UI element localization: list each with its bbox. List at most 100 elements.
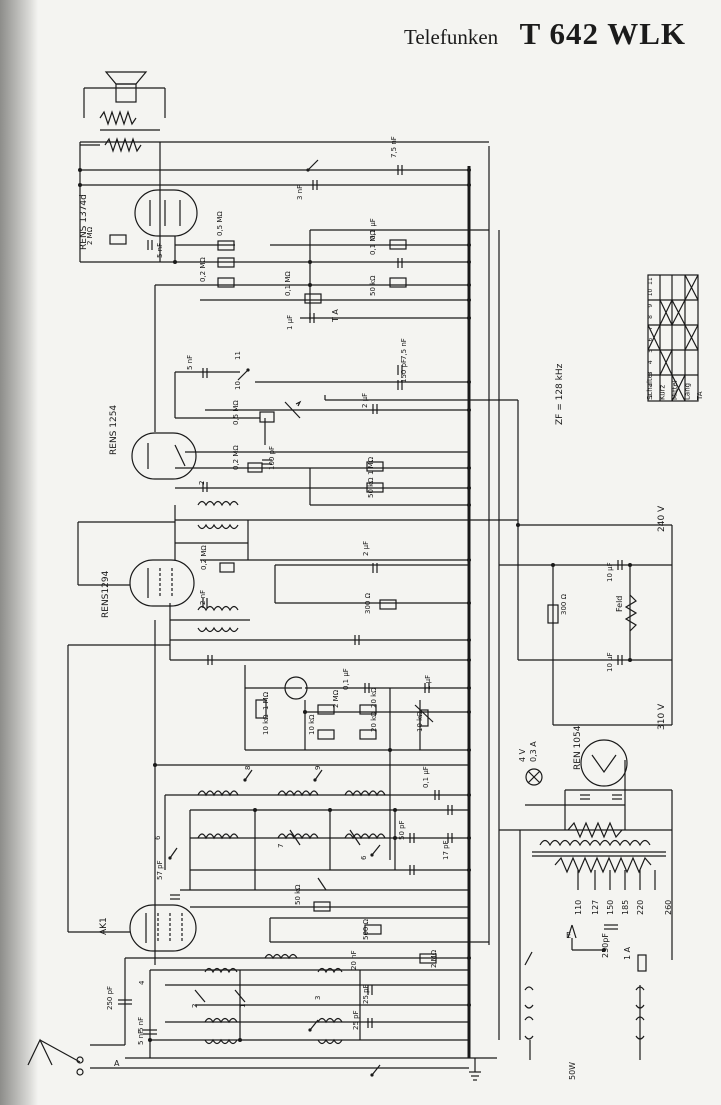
if-frequency-note: ZF = 128 kHz <box>555 363 565 425</box>
component-value: 1 <box>239 1004 247 1008</box>
component-value: 150 pF <box>400 359 408 383</box>
voltage-label: 310 V <box>657 703 667 730</box>
component-value: 1 μF <box>286 315 294 330</box>
component-value: 6 <box>154 835 162 840</box>
misc-label-power: 50W <box>568 1062 577 1080</box>
component-value: 7,5 nF <box>400 338 408 360</box>
misc-symbols <box>27 768 656 1081</box>
component-value: 3 <box>314 996 322 1000</box>
component-value: 0,1 MΩ <box>369 230 377 255</box>
component-value: 300 Ω <box>560 593 568 615</box>
component-value: 3 nF <box>296 185 304 200</box>
component-value: 2 μF <box>362 541 370 556</box>
component-value: 250 pF <box>106 986 114 1010</box>
tube-label: RENS 1254 <box>109 405 119 455</box>
component-value: 4 <box>138 980 146 985</box>
component-value: 50 kΩ <box>294 884 302 905</box>
component-value: 2 nF <box>199 590 207 605</box>
tube-rectifier <box>580 739 628 787</box>
lamp-current: 0,3 A <box>529 741 538 762</box>
switch-table-number: 1 <box>647 394 654 398</box>
component-value: 5 nF <box>186 355 194 370</box>
component-value: 0,2 MΩ <box>199 257 207 282</box>
switch-table-row-label: TA <box>696 391 704 401</box>
component-value: 2 <box>198 481 206 485</box>
transformer-tap-label: 150 <box>606 900 615 915</box>
switch-table-number: 11 <box>647 277 654 285</box>
component-value: 50 kΩ <box>369 275 377 296</box>
misc-label-earth: E <box>566 931 571 940</box>
component-value: 0,1 μF <box>369 218 377 240</box>
switch-table-row-label: Kurz <box>659 384 667 400</box>
switch-table-number: 7 <box>647 326 654 330</box>
tube-detector <box>131 432 197 480</box>
title-model: T 642 WLK <box>519 16 687 51</box>
capacitors <box>118 165 623 1035</box>
component-value: 5 nF <box>137 1030 145 1045</box>
component-value: 0,2 MΩ <box>200 545 208 570</box>
transformer-tap-label: 185 <box>621 900 630 915</box>
component-value: 20 kΩ <box>370 687 378 708</box>
component-value: 8 <box>244 766 252 770</box>
misc-label-feld: Feld <box>615 596 624 612</box>
component-value: 25 pF <box>352 1010 360 1030</box>
tube-if <box>129 559 195 607</box>
component-value: 50 kΩ <box>367 477 375 498</box>
component-value: 20 nF <box>350 950 358 970</box>
component-value: 2 MΩ <box>332 689 340 708</box>
component-value: 10 kΩ <box>262 714 270 735</box>
misc-label-c_250pf: 250pF <box>601 933 610 958</box>
coils <box>197 500 666 1045</box>
tube-label: RENS 1374d <box>79 194 89 250</box>
component-value: 0,5 MΩ <box>232 400 240 425</box>
switch-table-number: 2 <box>647 383 654 387</box>
component-value: 1 μF <box>424 675 432 690</box>
misc-label-antenna: A <box>114 1059 120 1068</box>
tube-output <box>134 189 198 237</box>
switches <box>168 159 533 1077</box>
component-value: 9 <box>314 766 322 770</box>
component-value: 50 pF <box>398 820 406 840</box>
component-value: 300 Ω <box>364 592 372 614</box>
component-value: 100 pF <box>268 446 276 470</box>
component-value: 5 nF <box>156 243 164 258</box>
tube-label: AK1 <box>99 917 109 935</box>
transformer-tap-label: 220 <box>636 900 645 915</box>
component-value: 10 μF <box>606 652 614 672</box>
switch-table-number: 4 <box>647 360 654 364</box>
junction-dots <box>78 168 632 1042</box>
component-value: 2 <box>191 1004 199 1008</box>
component-value: 0,2 MΩ <box>232 445 240 470</box>
tube-label: REN 1054 <box>573 725 583 770</box>
component-value: 57 pF <box>156 860 164 880</box>
title-maker: Telefunken <box>404 25 499 49</box>
component-value: 6 <box>360 855 368 860</box>
component-value: 1 MΩ <box>367 456 375 475</box>
lamp-voltage: 4 V <box>518 748 527 762</box>
transformer-tap-label: 127 <box>591 900 600 915</box>
component-value: 0,5 MΩ <box>216 211 224 236</box>
switch-table-number: 3 <box>647 371 654 375</box>
component-value: 0,1 μF <box>342 668 350 690</box>
switch-table-number: 5 <box>647 349 654 353</box>
component-value: 10 <box>234 381 242 390</box>
switch-table-number: 10 <box>647 288 654 296</box>
component-value: 11 <box>234 351 242 360</box>
tube-mixer <box>129 904 197 952</box>
speaker-symbol <box>80 71 148 153</box>
component-value: 2 MΩ <box>430 949 438 968</box>
component-value: 0,1 μF <box>422 766 430 788</box>
tube-diode <box>284 676 308 700</box>
component-value: 17 pF <box>442 840 450 860</box>
switch-table-number: 8 <box>647 315 654 319</box>
misc-label-fuse: 1 A <box>623 946 632 960</box>
switch-table-row-label: Schalter <box>646 371 654 400</box>
component-value: 20 kΩ <box>370 711 378 732</box>
misc-label-tonabnehmer: T A <box>331 309 340 323</box>
